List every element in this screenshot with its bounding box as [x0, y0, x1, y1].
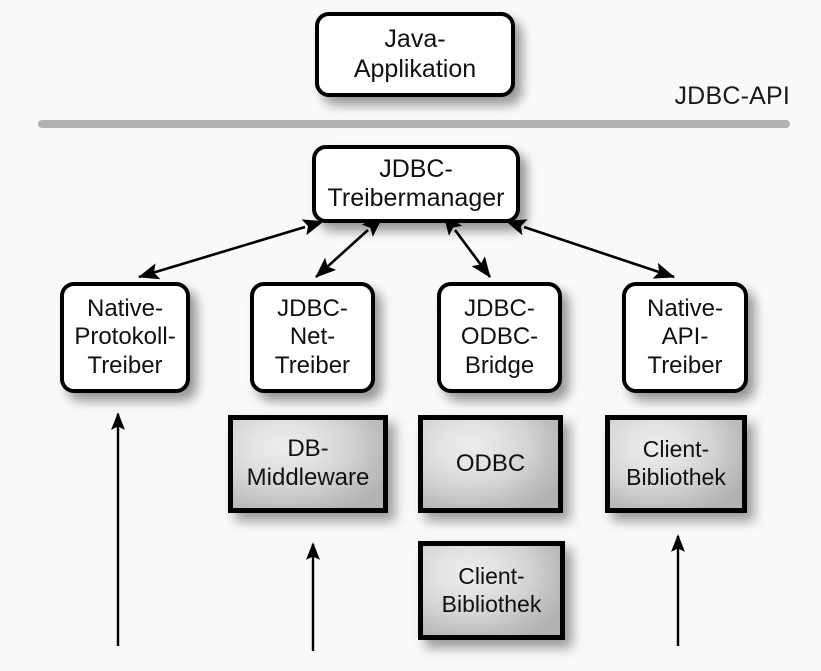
- box-odbc: ODBC: [418, 415, 563, 513]
- node-java-applikation: Java- Applikation: [315, 12, 515, 97]
- arrow-manager-to-jdbc-odbc: [443, 214, 492, 278]
- node-jdbc-net-treiber: JDBC- Net- Treiber: [250, 282, 375, 393]
- node-jdbc-treibermanager-label: JDBC- Treibermanager: [327, 154, 505, 213]
- jdbc-api-separator-bar: [38, 120, 790, 128]
- node-jdbc-odbc-bridge-label: JDBC- ODBC- Bridge: [460, 295, 539, 379]
- arrow-manager-to-native-api: [505, 219, 675, 279]
- box-db-middleware-label: DB- Middleware: [246, 435, 370, 491]
- node-native-api-treiber-label: Native- API- Treiber: [646, 295, 724, 379]
- box-odbc-label: ODBC: [455, 449, 526, 477]
- node-native-protokoll-treiber-label: Native- Protokoll- Treiber: [74, 295, 176, 379]
- box-client-bibliothek-right: Client- Bibliothek: [605, 415, 747, 513]
- box-db-middleware: DB- Middleware: [228, 415, 388, 513]
- node-java-applikation-label: Java- Applikation: [353, 25, 477, 83]
- node-jdbc-odbc-bridge: JDBC- ODBC- Bridge: [437, 282, 562, 393]
- node-native-api-treiber: Native- API- Treiber: [622, 282, 748, 393]
- node-native-protokoll-treiber: Native- Protokoll- Treiber: [60, 282, 190, 393]
- node-jdbc-treibermanager: JDBC- Treibermanager: [312, 145, 520, 223]
- box-client-bibliothek-right-label: Client- Bibliothek: [626, 436, 726, 490]
- jdbc-api-label: JDBC-API: [674, 82, 790, 110]
- box-client-bibliothek-center-label: Client- Bibliothek: [441, 562, 542, 617]
- box-client-bibliothek-center: Client- Bibliothek: [418, 541, 565, 640]
- arrow-manager-to-jdbc-net: [315, 216, 383, 278]
- node-jdbc-net-treiber-label: JDBC- Net- Treiber: [274, 295, 351, 379]
- arrow-manager-to-native-protokoll: [138, 219, 324, 280]
